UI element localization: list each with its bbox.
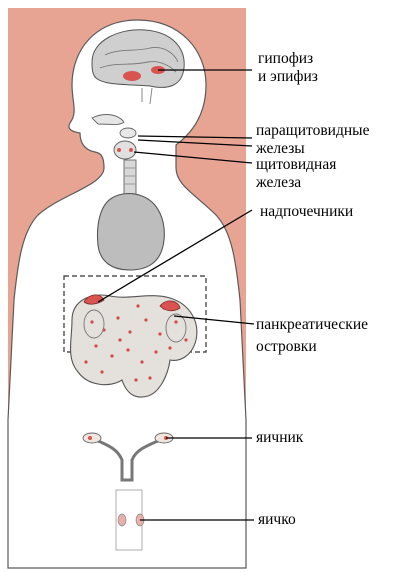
parathyroid-gland bbox=[120, 128, 136, 138]
label-line: гипофиз bbox=[258, 50, 318, 68]
label-line: железа bbox=[256, 174, 336, 192]
label-line: островки bbox=[256, 338, 368, 356]
label-line: панкреатические bbox=[256, 316, 368, 334]
pituitary-gland bbox=[123, 71, 141, 81]
label-line: надпочечники bbox=[260, 203, 353, 221]
label-pancreatic: панкреатические островки bbox=[256, 316, 368, 356]
label-line: щитовидная bbox=[256, 156, 336, 174]
label-line: яичко bbox=[258, 511, 296, 529]
thymus bbox=[98, 194, 165, 270]
label-thyroid: щитовидная железа bbox=[256, 156, 336, 192]
testis-left bbox=[118, 514, 126, 526]
label-line: яичник bbox=[256, 429, 303, 447]
label-line: и эпифиз bbox=[258, 68, 318, 86]
label-hypophysis: гипофиз и эпифиз bbox=[258, 50, 318, 86]
label-testis: яичко bbox=[258, 511, 296, 529]
label-parathyroid: паращитовидные железы bbox=[256, 122, 369, 158]
label-line: паращитовидные bbox=[256, 122, 369, 140]
label-adrenal: надпочечники bbox=[260, 203, 353, 221]
label-ovary: яичник bbox=[256, 429, 303, 447]
